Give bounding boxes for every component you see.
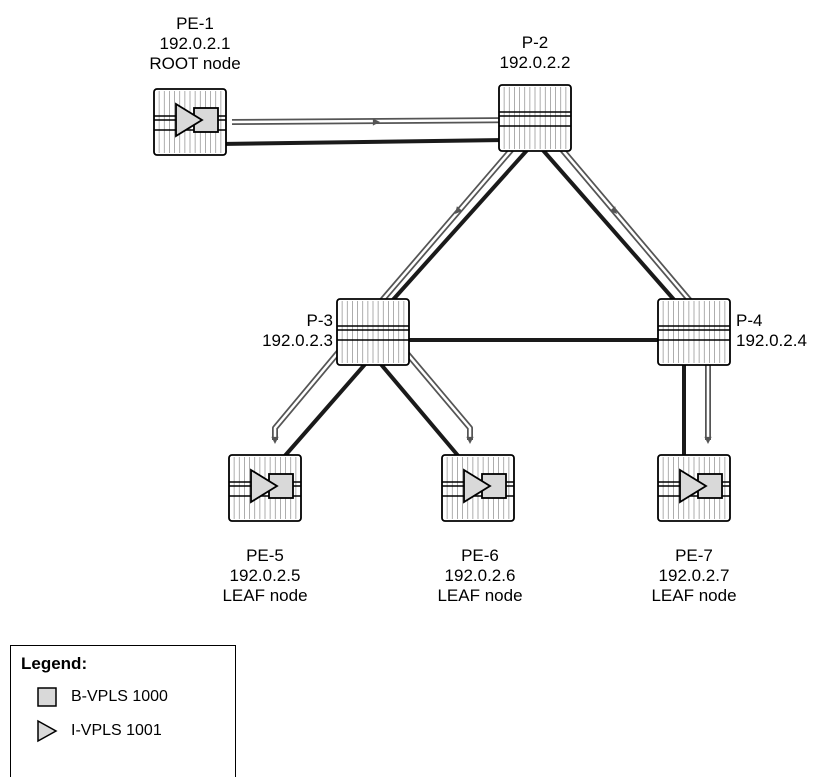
node-ip: 192.0.2.2 [475, 53, 595, 73]
label-p2: P-2 192.0.2.2 [475, 33, 595, 73]
node-p3 [337, 299, 409, 365]
node-p4 [658, 299, 730, 365]
node-ip: 192.0.2.7 [634, 566, 754, 586]
node-pe1 [154, 89, 226, 155]
square-icon [35, 685, 59, 709]
flow-layer [232, 118, 712, 444]
label-pe7: PE-7 192.0.2.7 LEAF node [634, 546, 754, 606]
flow-arrow [271, 437, 278, 444]
node-ip: 192.0.2.6 [420, 566, 540, 586]
link-p2-p4 [541, 148, 676, 302]
node-ip: 192.0.2.5 [205, 566, 325, 586]
triangle-icon [35, 718, 59, 744]
node-name: P-3 [200, 311, 333, 331]
label-p4: P-4 192.0.2.4 [736, 311, 826, 351]
legend: Legend: B-VPLS 1000 I-VPLS 1001 [10, 645, 236, 777]
link-pe1-p2 [220, 140, 505, 144]
label-pe1: PE-1 192.0.2.1 ROOT node [130, 14, 260, 74]
flow-arrow [466, 437, 473, 444]
node-name: P-2 [475, 33, 595, 53]
node-name: PE-5 [205, 546, 325, 566]
label-p3: P-3 192.0.2.3 [200, 311, 333, 351]
node-name: PE-1 [130, 14, 260, 34]
node-ip: 192.0.2.1 [130, 34, 260, 54]
node-ip: 192.0.2.3 [200, 331, 333, 351]
node-name: PE-7 [634, 546, 754, 566]
node-role: LEAF node [634, 586, 754, 606]
legend-item-label: B-VPLS 1000 [71, 688, 168, 706]
node-role: LEAF node [420, 586, 540, 606]
node-pe6 [442, 455, 514, 521]
node-pe5 [229, 455, 301, 521]
link-p3-pe6 [379, 362, 460, 458]
nodes-layer [154, 85, 730, 521]
flow-arrow [704, 437, 711, 444]
node-p2 [499, 85, 571, 151]
legend-title: Legend: [21, 654, 87, 674]
label-pe5: PE-5 192.0.2.5 LEAF node [205, 546, 325, 606]
node-ip: 192.0.2.4 [736, 331, 826, 351]
node-name: PE-6 [420, 546, 540, 566]
node-role: LEAF node [205, 586, 325, 606]
link-p3-pe5 [283, 362, 367, 458]
node-role: ROOT node [130, 54, 260, 74]
link-p2-p3 [391, 148, 529, 302]
legend-item-label: I-VPLS 1001 [71, 722, 162, 740]
node-pe7 [658, 455, 730, 521]
label-pe6: PE-6 192.0.2.6 LEAF node [420, 546, 540, 606]
node-name: P-4 [736, 311, 826, 331]
